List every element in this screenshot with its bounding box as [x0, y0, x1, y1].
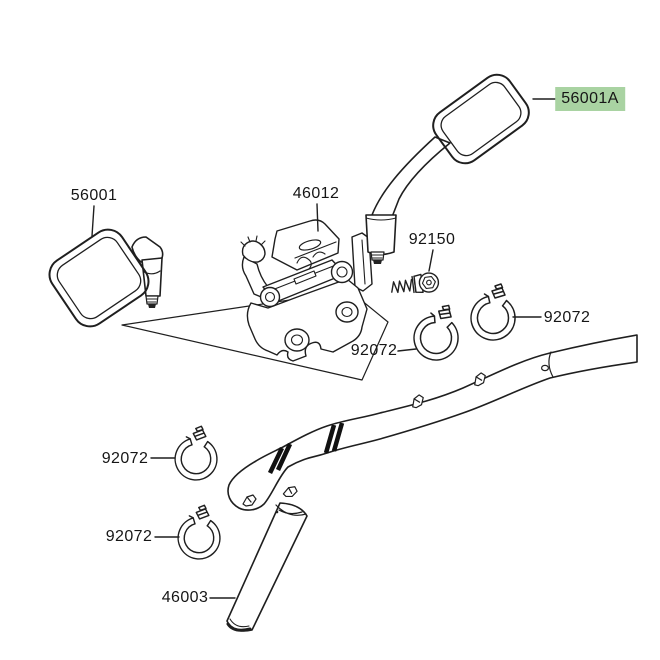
right-mirror-stem [365, 136, 451, 264]
part-label-46003: 46003 [161, 589, 209, 606]
part-label-92072-4: 92072 [105, 528, 153, 545]
leader-lines [91, 98, 558, 599]
socket-bolt-92150 [391, 272, 440, 294]
part-label-56001: 56001 [70, 187, 118, 204]
handlebar-position-bands [267, 422, 345, 474]
handlebar-46003 [227, 334, 638, 516]
left-mirror-head [48, 228, 150, 328]
right-mirror-head [432, 73, 530, 165]
part-label-92072-2: 92072 [543, 309, 591, 326]
part-label-92072-1: 92072 [350, 342, 398, 359]
band-clamp-92072-1 [410, 300, 464, 364]
band-clamp-92072-2 [470, 283, 516, 341]
band-clamp-92072-4 [175, 503, 223, 562]
part-label-92150: 92150 [408, 231, 456, 248]
handlebar-grip-tube [226, 502, 308, 632]
part-label-56001a-highlighted: 56001A [555, 87, 625, 111]
part-label-92072-3: 92072 [101, 450, 149, 467]
clamp-bracket-46012 [240, 219, 373, 362]
part-label-46012: 46012 [292, 185, 340, 202]
band-clamp-92072-3 [172, 424, 220, 483]
